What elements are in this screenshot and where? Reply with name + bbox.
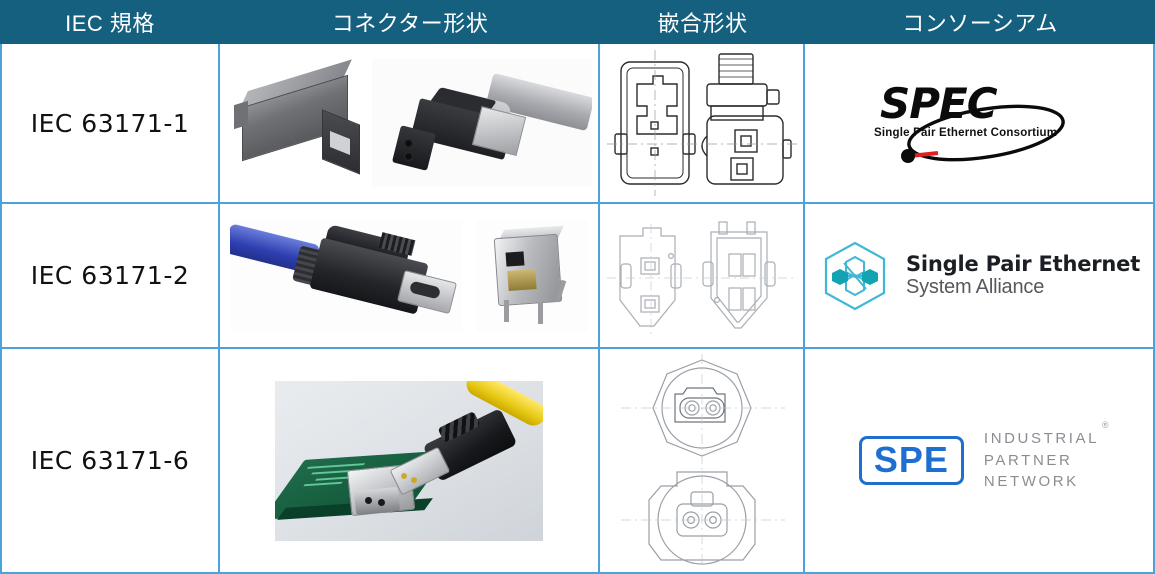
spe-badge: SPE <box>858 435 964 486</box>
standard-label: IEC 63171-2 <box>30 261 190 290</box>
table-body: IEC 63171-1 <box>0 44 1155 574</box>
registered-mark: ® <box>1101 419 1112 430</box>
ipn-line3: NETWORK <box>983 473 1079 491</box>
header-consortium: コンソーシアム <box>805 0 1155 44</box>
connector-photo-cell <box>220 349 600 572</box>
spe-industrial-partner-network-logo: SPE ® INDUSTRIAL PARTNER NETWORK <box>858 420 1108 493</box>
spec-logo: SPEC Single Pair Ethernet Consortium <box>864 77 1094 169</box>
spesa-line1: Single Pair Ethernet <box>905 251 1141 276</box>
standard-label: IEC 63171-6 <box>30 446 190 475</box>
table-row: IEC 63171-6 <box>2 349 1153 572</box>
spe-badge-label: SPE <box>873 438 949 480</box>
connector-photo-cell <box>220 44 600 202</box>
spe-system-alliance-logo: Single Pair Ethernet System Alliance <box>818 239 1140 313</box>
hexagon-network-icon <box>824 241 886 310</box>
standard-cell: IEC 63171-1 <box>2 44 220 202</box>
gray-plug-with-cable-photo <box>372 59 592 187</box>
header-consortium-label: コンソーシアム <box>902 11 1058 36</box>
header-iec-standard-label: IEC 規格 <box>65 11 155 36</box>
mating-shape-cell <box>600 44 805 202</box>
consortium-cell: Single Pair Ethernet System Alliance <box>805 204 1153 347</box>
connector-photo-cell <box>220 204 600 347</box>
standard-cell: IEC 63171-2 <box>2 204 220 347</box>
pcb-jack-and-yellow-cable-plug-photo <box>275 380 543 541</box>
mating-face-drawings <box>606 220 797 334</box>
connector-shell-3d-render <box>226 59 366 187</box>
metal-pcb-jack-photo <box>476 219 588 332</box>
header-connector-shape: コネクター形状 <box>220 0 600 44</box>
consortium-cell: SPE ® INDUSTRIAL PARTNER NETWORK <box>805 349 1153 572</box>
table-header-row: IEC 規格 コネクター形状 嵌合形状 コンソーシアム <box>0 0 1155 44</box>
mating-face-drawings <box>606 50 797 196</box>
header-iec-standard: IEC 規格 <box>0 0 220 44</box>
header-mating-shape-label: 嵌合形状 <box>657 11 748 36</box>
ipn-line2: PARTNER <box>983 451 1073 469</box>
ipn-line1: INDUSTRIAL <box>983 429 1100 447</box>
table-row: IEC 63171-1 <box>2 44 1153 204</box>
header-mating-shape: 嵌合形状 <box>600 0 805 44</box>
mating-shape-cell <box>600 204 805 347</box>
standard-cell: IEC 63171-6 <box>2 349 220 572</box>
table-row: IEC 63171-2 <box>2 204 1153 349</box>
standard-label: IEC 63171-1 <box>30 108 190 138</box>
blue-cable-black-plug-photo <box>230 219 462 332</box>
spesa-line2: System Alliance <box>905 276 1045 299</box>
consortium-cell: SPEC Single Pair Ethernet Consortium <box>805 44 1153 202</box>
header-connector-shape-label: コネクター形状 <box>331 11 489 36</box>
mating-face-drawings <box>620 353 785 568</box>
spec-swoosh-icon <box>901 104 1065 163</box>
mating-shape-cell <box>600 349 805 572</box>
